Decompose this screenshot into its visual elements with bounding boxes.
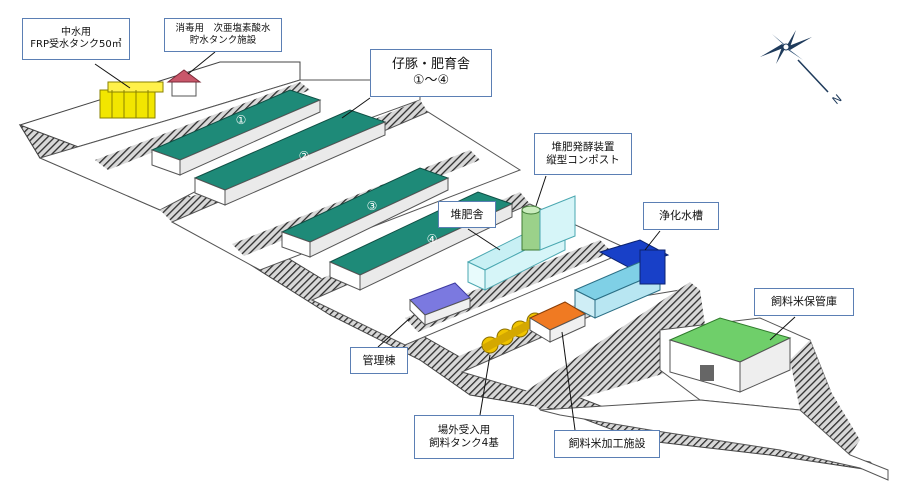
label-disinfection-line2: 貯水タンク施設: [165, 35, 281, 47]
label-feed-rice-processing: 飼料米加工施設: [554, 430, 660, 458]
barn-number-4: ④: [427, 232, 438, 246]
label-feed-rice-storage-text: 飼料米保管庫: [755, 295, 853, 309]
label-compost-shed-text: 堆肥舎: [439, 208, 495, 222]
barn-number-1: ①: [236, 113, 247, 127]
label-disinfection-tank: 消毒用 次亜塩素酸水 貯水タンク施設: [164, 18, 282, 52]
label-feed-rice-processing-text: 飼料米加工施設: [555, 437, 659, 451]
compass-rose-icon: [760, 30, 828, 92]
label-compost-device-line1: 堆肥発酵装置: [535, 141, 631, 154]
label-compost-shed: 堆肥舎: [438, 201, 496, 228]
tank-block: [100, 90, 155, 118]
label-admin-building-text: 管理棟: [351, 354, 407, 368]
label-purification-tank: 浄化水槽: [643, 202, 719, 230]
barn-number-2: ②: [299, 149, 310, 163]
label-disinfection-line1: 消毒用 次亜塩素酸水: [165, 23, 281, 35]
label-feed-tanks-line2: 飼料タンク4基: [415, 437, 513, 450]
label-feed-tanks-line1: 場外受入用: [415, 424, 513, 437]
label-purification-tank-text: 浄化水槽: [644, 209, 718, 223]
greywater-tank-cluster: [100, 82, 163, 118]
label-piglet-barns: 仔豚・肥育舎 ①～④: [370, 49, 492, 97]
label-admin-building: 管理棟: [350, 347, 408, 374]
label-greywater-tank-line1: 中水用: [23, 27, 129, 40]
label-greywater-tank: 中水用 FRP受水タンク50㎥: [22, 18, 130, 60]
label-feed-tanks: 場外受入用 飼料タンク4基: [414, 415, 514, 459]
barn-number-3: ③: [367, 199, 378, 213]
label-compost-device: 堆肥発酵装置 縦型コンポスト: [534, 133, 632, 175]
label-compost-device-line2: 縦型コンポスト: [535, 154, 631, 167]
label-greywater-tank-line2: FRP受水タンク50㎥: [23, 39, 129, 52]
label-piglet-barns-line1: 仔豚・肥育舎: [371, 57, 491, 73]
label-piglet-barns-line2: ①～④: [371, 73, 491, 89]
label-feed-rice-storage: 飼料米保管庫: [754, 288, 854, 316]
